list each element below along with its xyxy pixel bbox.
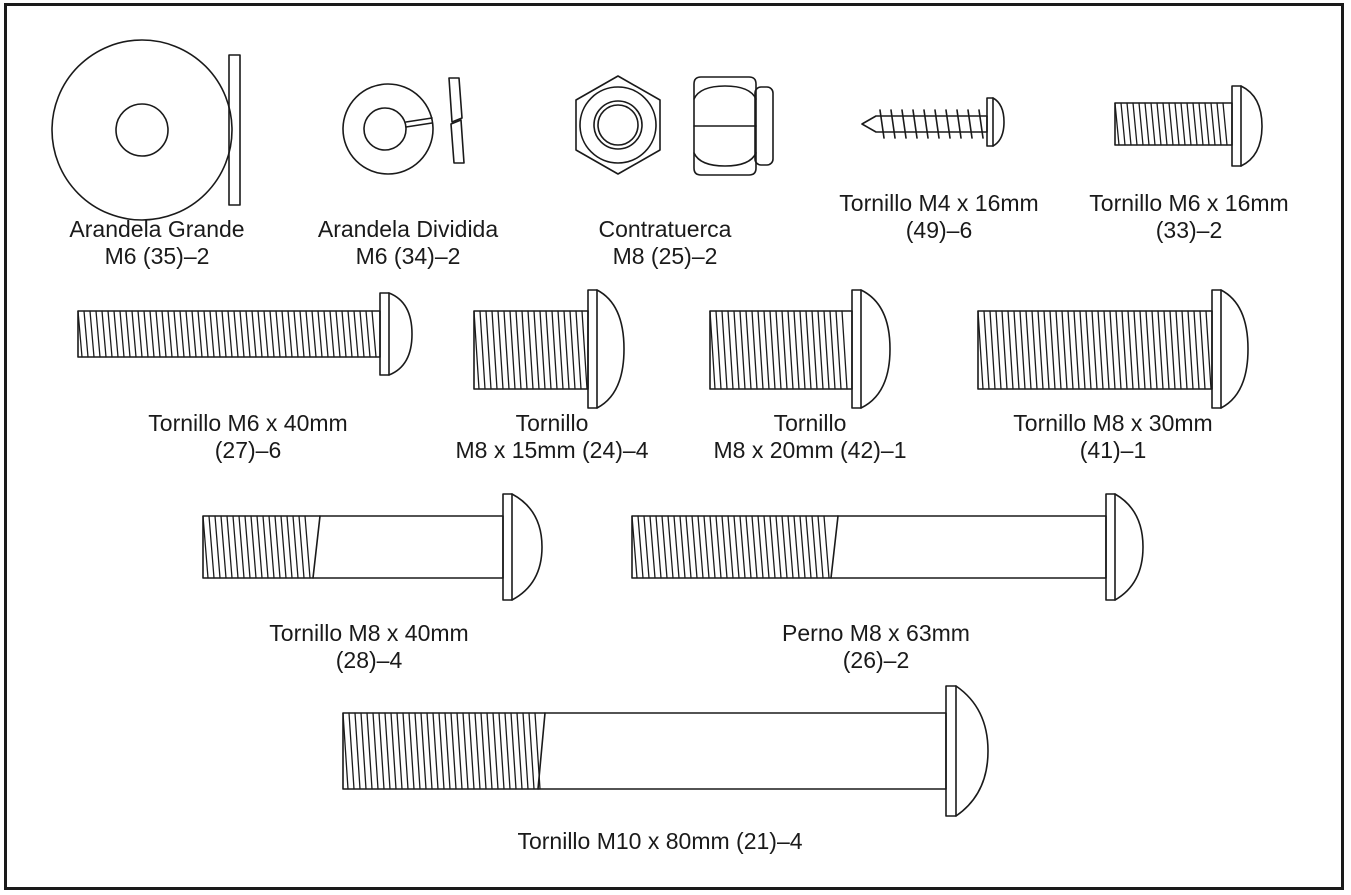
locknut-spec: M8 (25)–2 xyxy=(612,243,718,269)
screw-m4x16-name: Tornillo M4 x 16mm xyxy=(839,190,1039,216)
bolt-m8x63-spec: (26)–2 xyxy=(842,647,910,673)
label-screw-m10x80: Tornillo M10 x 80mm (21)–4 xyxy=(470,828,850,855)
label-bolt-m8x63: Perno M8 x 63mm (26)–2 xyxy=(756,620,996,674)
screw-m8x30-drawing xyxy=(977,289,1249,409)
screw-m10x80-drawing xyxy=(342,685,989,817)
large-washer-spec: M6 (35)–2 xyxy=(104,243,210,269)
screw-m4x16-drawing xyxy=(861,97,1005,147)
screw-m6x40-spec: (27)–6 xyxy=(214,437,282,463)
split-washer-drawing xyxy=(342,77,465,175)
locknut-drawing xyxy=(575,75,774,176)
screw-m6x40-name: Tornillo M6 x 40mm xyxy=(148,410,348,436)
label-large-washer: Arandela Grande M6 (35)–2 xyxy=(52,216,262,270)
screw-m8x15-spec: M8 x 15mm (24)–4 xyxy=(455,437,649,463)
screw-m8x40-spec: (28)–4 xyxy=(335,647,403,673)
screw-m8x30-spec: (41)–1 xyxy=(1079,437,1147,463)
label-screw-m8x20: Tornillo M8 x 20mm (42)–1 xyxy=(690,410,930,464)
bolt-m8x63-name: Perno M8 x 63mm xyxy=(782,620,970,646)
label-screw-m8x40: Tornillo M8 x 40mm (28)–4 xyxy=(244,620,494,674)
label-screw-m4x16: Tornillo M4 x 16mm (49)–6 xyxy=(816,190,1062,244)
label-screw-m8x15: Tornillo M8 x 15mm (24)–4 xyxy=(432,410,672,464)
screw-m8x40-name: Tornillo M8 x 40mm xyxy=(269,620,469,646)
label-screw-m6x40: Tornillo M6 x 40mm (27)–6 xyxy=(120,410,376,464)
locknut-name: Contratuerca xyxy=(598,216,732,242)
bolt-m8x63-drawing xyxy=(631,493,1144,601)
label-locknut: Contratuerca M8 (25)–2 xyxy=(570,216,760,270)
split-washer-name: Arandela Dividida xyxy=(317,216,499,242)
screw-m8x30-name: Tornillo M8 x 30mm xyxy=(1013,410,1213,436)
screw-m8x20-spec: M8 x 20mm (42)–1 xyxy=(713,437,907,463)
screw-m8x15-name: Tornillo xyxy=(515,410,589,436)
large-washer-name: Arandela Grande xyxy=(69,216,245,242)
screw-m4x16-spec: (49)–6 xyxy=(905,217,973,243)
screw-m6x16-spec: (33)–2 xyxy=(1155,217,1223,243)
screw-m10x80-name: Tornillo M10 x 80mm (21)–4 xyxy=(517,828,803,854)
large-washer-drawing xyxy=(51,39,241,221)
label-split-washer: Arandela Dividida M6 (34)–2 xyxy=(298,216,518,270)
screw-m6x16-name: Tornillo M6 x 16mm xyxy=(1089,190,1289,216)
screw-m8x15-drawing xyxy=(473,289,625,409)
label-screw-m8x30: Tornillo M8 x 30mm (41)–1 xyxy=(988,410,1238,464)
screw-m6x16-drawing xyxy=(1114,85,1263,167)
label-screw-m6x16: Tornillo M6 x 16mm (33)–2 xyxy=(1066,190,1312,244)
split-washer-spec: M6 (34)–2 xyxy=(355,243,461,269)
hardware-identification-chart xyxy=(4,3,1344,890)
screw-m6x40-drawing xyxy=(77,292,413,376)
screw-m8x40-drawing xyxy=(202,493,543,601)
screw-m8x20-name: Tornillo xyxy=(773,410,847,436)
